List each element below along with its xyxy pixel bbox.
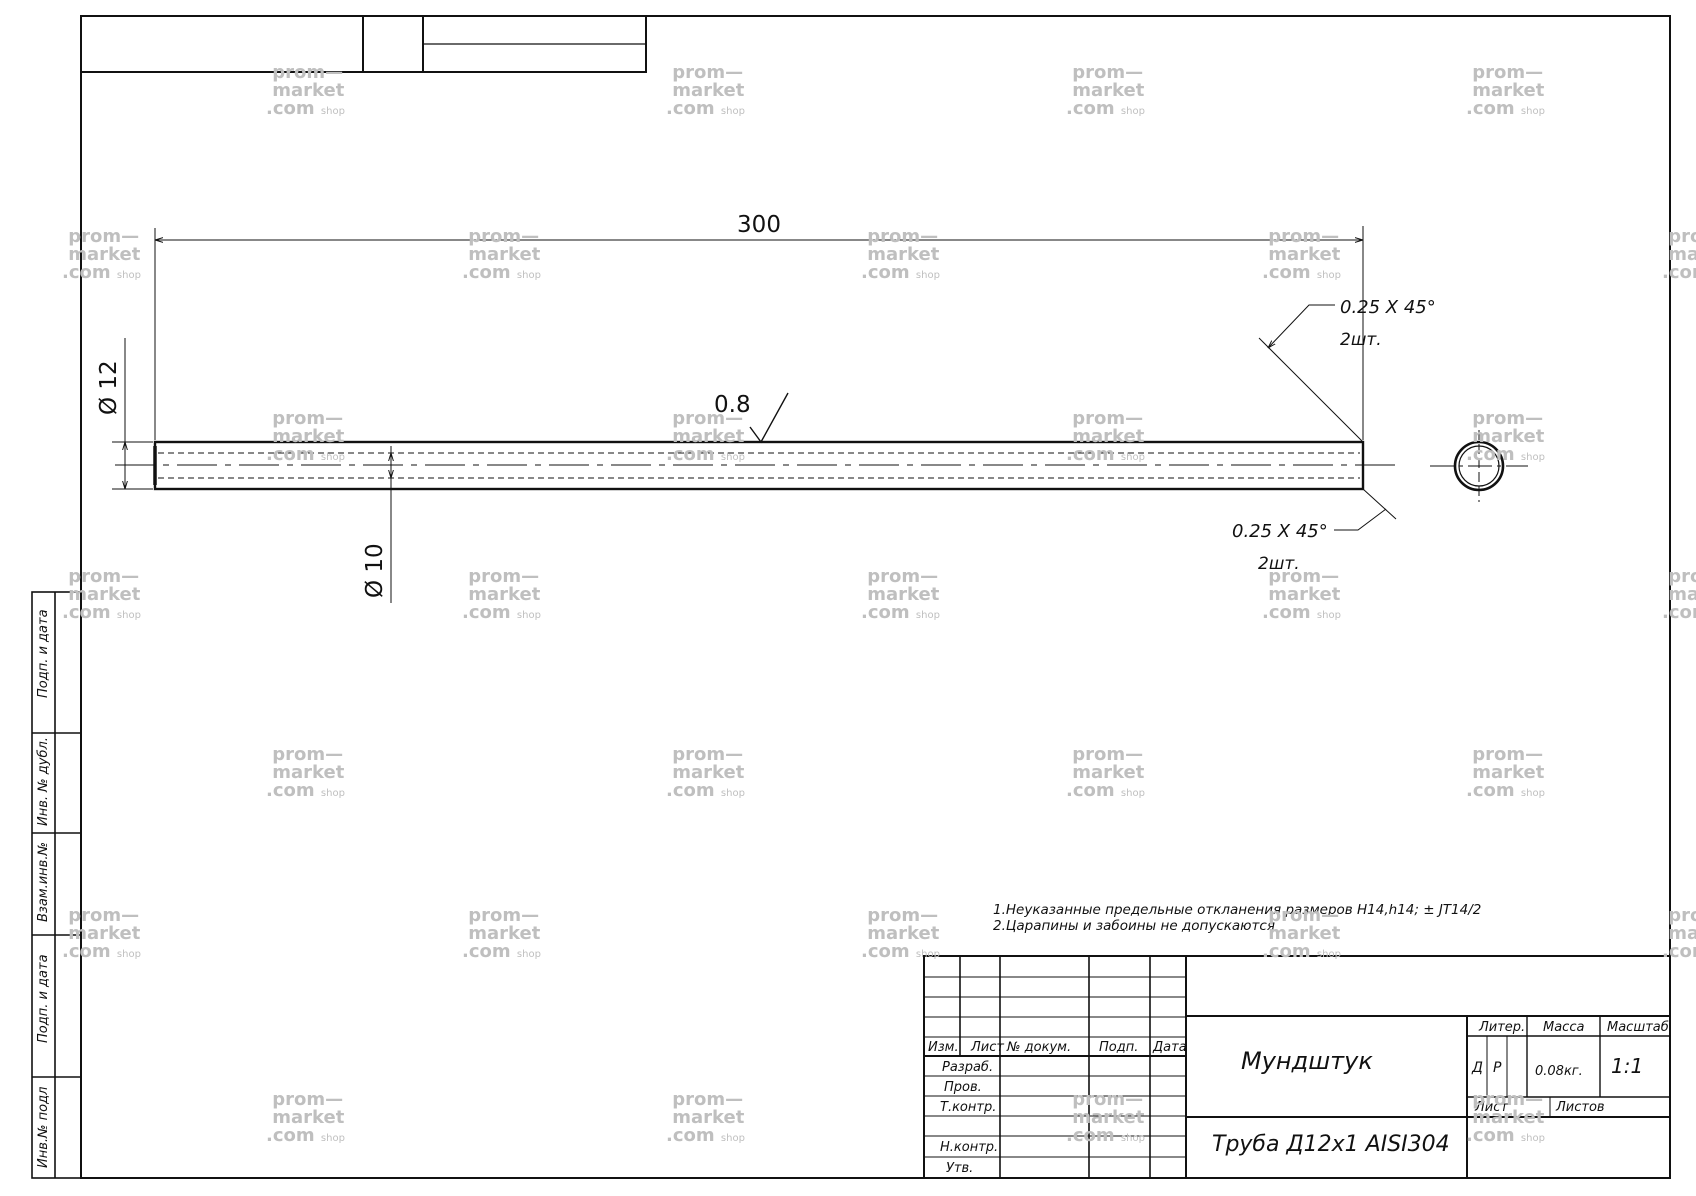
tb-header-change: Изм. (928, 1040, 959, 1055)
tb-header-sheet: Лист (970, 1040, 1004, 1055)
side-stamp (31, 591, 82, 1179)
side-label-original-inv: Инв.№ подл (36, 1087, 51, 1168)
tb-role-tech-control: Т.контр. (940, 1100, 996, 1115)
note-line-2: 2.Царапины и забоины не допускаются (993, 918, 1275, 934)
chamfer-bottom-qty: 2шт. (1258, 554, 1300, 574)
top-left-stamp (80, 15, 647, 73)
outer-diameter-dimension (112, 338, 153, 490)
tb-header-signature: Подп. (1099, 1040, 1138, 1055)
tb-sheets-label: Листов (1555, 1100, 1605, 1115)
tb-mass-value: 0.08кг. (1535, 1064, 1583, 1079)
note-line-1: 1.Неуказанные предельные откланения разм… (993, 902, 1481, 918)
tb-role-approved: Утв. (946, 1161, 973, 1176)
tube-end-view (1430, 430, 1528, 502)
length-dimension (154, 226, 1364, 440)
tb-role-checked: Пров. (944, 1080, 982, 1095)
length-value: 300 (737, 212, 781, 238)
tube-side-view (115, 440, 1395, 491)
inner-diameter-value: Ø 10 (362, 543, 388, 598)
outer-diameter-value: Ø 12 (96, 360, 122, 415)
roughness-value: 0.8 (714, 392, 751, 418)
tb-litera-1: Д (1471, 1060, 1483, 1076)
tb-role-norm-control: Н.контр. (940, 1140, 998, 1155)
chamfer-bottom-value: 0.25 X 45° (1232, 521, 1328, 542)
tb-header-date: Дата (1152, 1040, 1187, 1055)
chamfer-top-qty: 2шт. (1340, 330, 1382, 350)
tb-material: Труба Д12х1 AISI304 (1212, 1132, 1450, 1157)
tb-scale-value: 1:1 (1611, 1054, 1643, 1078)
chamfer-leader-bottom (1334, 488, 1397, 531)
tb-sheet-label: Лист (1474, 1100, 1508, 1115)
side-label-duplicate-inv: Инв. № дубл. (36, 737, 51, 826)
tb-mass-label: Масса (1543, 1020, 1584, 1035)
drawing-frame (80, 15, 1671, 1179)
roughness-symbol (749, 392, 789, 444)
chamfer-leader-top (1258, 304, 1364, 443)
chamfer-top-value: 0.25 X 45° (1340, 297, 1436, 318)
tb-header-doc-no: № докум. (1006, 1040, 1071, 1055)
side-label-signature-1: Подп. и дата (36, 609, 51, 698)
tb-litera-2: Р (1493, 1060, 1502, 1076)
tb-litera-label: Литер. (1478, 1020, 1525, 1035)
side-label-signature-2: Подп. и дата (36, 954, 51, 1043)
side-label-replace-inv: Взам.инв.№ (36, 842, 51, 922)
tb-part-name: Мундштук (1241, 1047, 1373, 1075)
tb-scale-label: Масштаб (1607, 1020, 1669, 1035)
title-block (923, 955, 1671, 1179)
tb-role-developed: Разраб. (942, 1060, 993, 1075)
